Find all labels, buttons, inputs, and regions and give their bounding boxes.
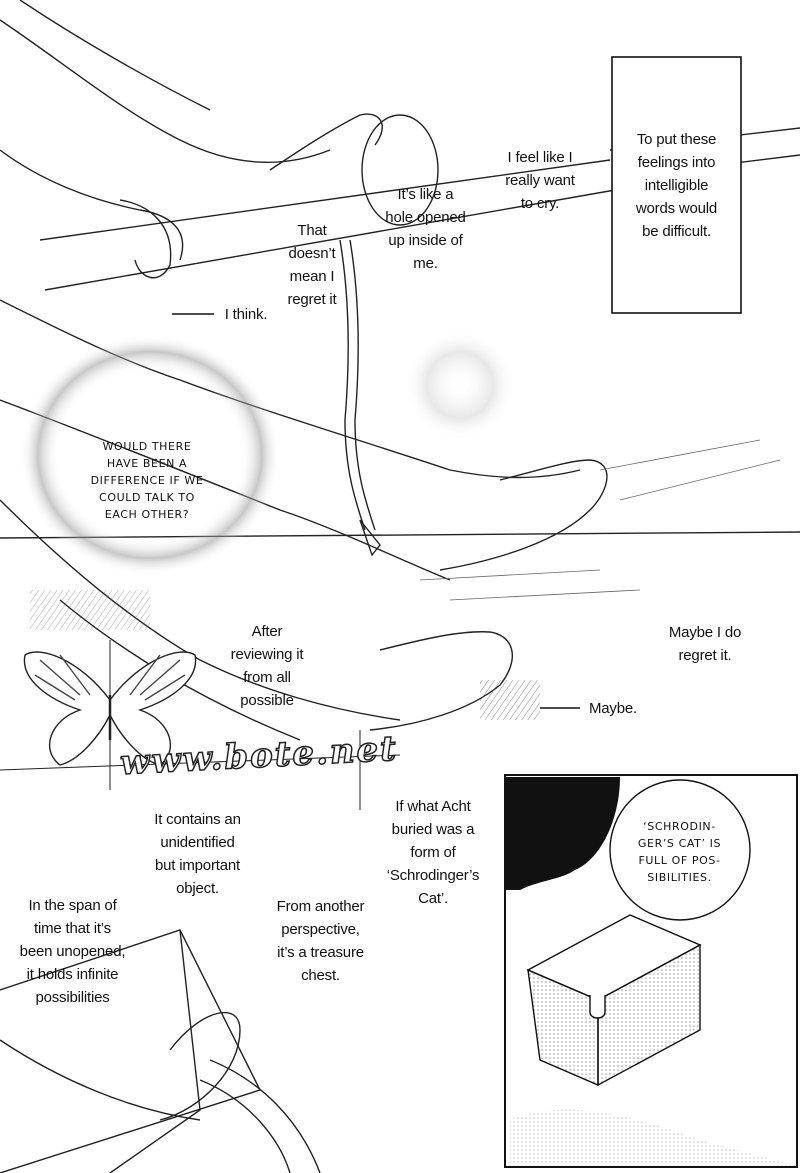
speech-bubble-schrodinger: ‘SCHRODIN- GER’S CAT’ IS FULL OF POS- SI… [637, 820, 722, 884]
narration-span-of-time: In the span of time that it’s been unope… [19, 897, 126, 1006]
narration-maybe: Maybe. [589, 700, 637, 717]
thought-difference: WOULD THERE HAVE BEEN A DIFFERENCE IF WE… [90, 440, 204, 521]
narration-after-review: After reviewing it from all possible [230, 623, 304, 709]
black-cat-silhouette [506, 777, 620, 890]
narration-want-to-cry: I feel like I really want to cry. [505, 149, 575, 212]
narration-maybe-regret: Maybe I do regret it. [668, 624, 742, 664]
narration-i-think: I think. [224, 306, 268, 323]
narration-what-acht: If what Acht buried was a form of ‘Schro… [386, 798, 480, 907]
schrodinger-panel [504, 774, 798, 1168]
narration-contains: It contains an unidentified but importan… [154, 811, 241, 897]
narration-hole: It’s like a hole opened up inside of me. [385, 186, 466, 272]
narration-regret-not: That doesn’t mean I regret it [287, 222, 337, 308]
box-illustration [526, 914, 702, 1087]
narration-feelings: To put these feelings into intelligible … [635, 131, 718, 240]
open-box-illustration [0, 929, 321, 1173]
narration-another-perspective: From another perspective, it’s a treasur… [276, 898, 365, 984]
